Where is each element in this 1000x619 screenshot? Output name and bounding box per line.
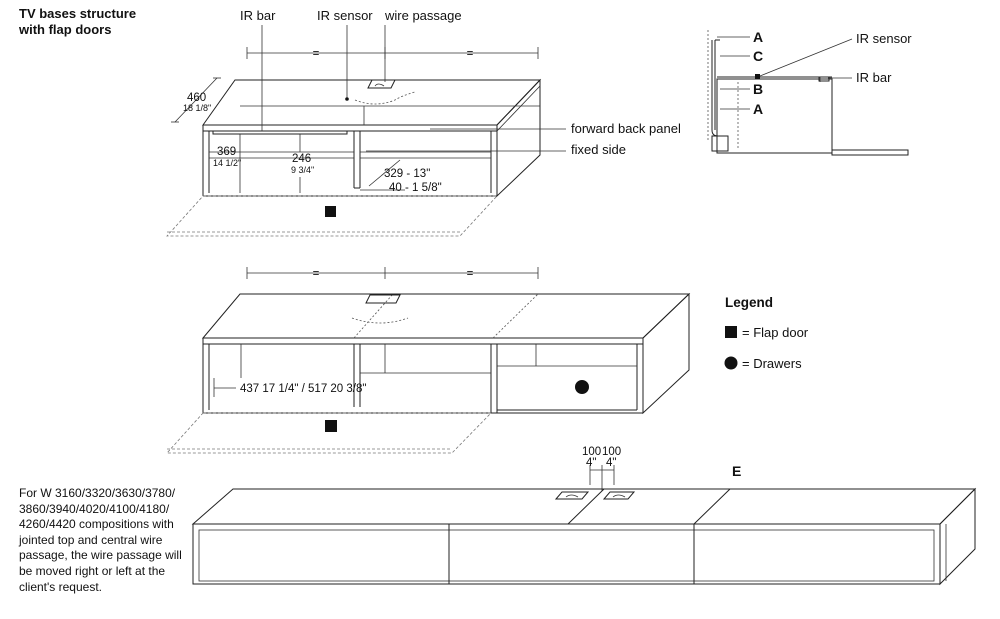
legend-heading: Legend bbox=[725, 295, 773, 310]
side-section-drawing: A C B A IR sensor IR bar bbox=[707, 29, 912, 156]
dim-246: 246 bbox=[292, 153, 311, 165]
legend-drawers-label: = Drawers bbox=[742, 356, 802, 371]
wire-passage-note: For W 3160/3320/3630/3780/ 3860/3940/402… bbox=[19, 486, 194, 595]
note-line-2: 3860/3940/4020/4100/4180/ bbox=[19, 501, 170, 516]
section-label-ir-sensor: IR sensor bbox=[856, 31, 912, 46]
note-line-1: For W 3160/3320/3630/3780/ bbox=[19, 486, 176, 500]
bottom-cabinet-drawing: 100 100 4" 4" E bbox=[191, 446, 977, 586]
label-e: E bbox=[732, 463, 741, 479]
section-label-ir-bar: IR bar bbox=[856, 70, 892, 85]
label-ir-bar: IR bar bbox=[240, 8, 276, 23]
dim-369-inches: 14 1/2" bbox=[213, 158, 241, 168]
label-wire-passage: wire passage bbox=[384, 8, 462, 23]
top-flap-door-open bbox=[166, 195, 498, 237]
top-eq-right: = bbox=[467, 48, 474, 60]
section-body bbox=[716, 78, 833, 154]
middle-cabinet-right-side bbox=[642, 292, 690, 415]
dim-100-left: 100 bbox=[582, 446, 601, 458]
middle-wire-passage bbox=[365, 294, 401, 304]
label-ir-sensor: IR sensor bbox=[317, 8, 373, 23]
legend-flap-door-icon bbox=[725, 326, 737, 338]
bottom-wire-passage-right bbox=[602, 491, 636, 500]
wire-passage-cutout bbox=[367, 79, 396, 89]
middle-cabinet-drawing: = = 43 bbox=[166, 267, 691, 454]
section-label-a-bottom: A bbox=[753, 101, 763, 117]
section-base-plate bbox=[831, 149, 909, 156]
note-line-5: passage, the wire passage will bbox=[19, 548, 182, 563]
section-label-a-top: A bbox=[753, 29, 763, 45]
dim-4-left: 4" bbox=[586, 457, 596, 469]
top-cabinet-drawing: = = IR bar IR sensor wire passage forwar… bbox=[166, 8, 681, 237]
note-line-6: be moved right or left at the bbox=[19, 563, 166, 578]
top-eq-left: = bbox=[313, 48, 320, 60]
dim-460: 460 bbox=[187, 92, 206, 104]
dim-246-inches: 9 3/4" bbox=[291, 165, 314, 175]
dim-460-inches: 18 1/8" bbox=[183, 103, 211, 113]
title-line-2: with flap doors bbox=[18, 22, 111, 37]
top-flap-door-marker bbox=[325, 206, 336, 217]
label-forward-back-panel: forward back panel bbox=[571, 121, 681, 136]
legend-drawers-icon bbox=[724, 356, 738, 370]
legend: Legend = Flap door = Drawers bbox=[724, 295, 809, 371]
section-label-c: C bbox=[753, 48, 763, 64]
dim-40: 40 - 1 5/8" bbox=[389, 182, 442, 194]
title-line-1: TV bases structure bbox=[19, 6, 136, 21]
middle-cabinet-lid bbox=[201, 293, 691, 339]
section-label-b: B bbox=[753, 81, 763, 97]
bottom-cabinet-right-side bbox=[939, 487, 976, 586]
middle-flap-door-marker bbox=[325, 420, 337, 432]
middle-eq-left: = bbox=[313, 268, 320, 280]
legend-flap-door-label: = Flap door bbox=[742, 325, 809, 340]
note-line-4: jointed top and central wire bbox=[19, 532, 163, 547]
bottom-cabinet-lid bbox=[191, 488, 977, 525]
note-line-7: client's request. bbox=[19, 579, 102, 594]
dim-329: 329 - 13" bbox=[384, 168, 430, 180]
top-cabinet-right-side bbox=[496, 78, 541, 198]
top-cabinet-lid bbox=[202, 79, 542, 126]
middle-drawer-marker bbox=[575, 380, 589, 394]
dim-369: 369 bbox=[217, 146, 236, 158]
middle-eq-right: = bbox=[467, 268, 474, 280]
bottom-cabinet-front bbox=[192, 523, 941, 585]
section-ir-sensor-marker bbox=[755, 74, 760, 79]
ir-sensor-dot bbox=[345, 97, 349, 101]
middle-flap-door-open bbox=[166, 412, 492, 454]
dim-4-right: 4" bbox=[606, 457, 616, 469]
title-block: TV bases structure with flap doors bbox=[18, 6, 136, 37]
note-line-3: 4260/4420 compositions with bbox=[19, 517, 174, 532]
bottom-wire-passage-left bbox=[554, 491, 590, 500]
label-fixed-side: fixed side bbox=[571, 142, 626, 157]
dim-100-right: 100 bbox=[602, 446, 621, 458]
dim-437-517: 437 17 1/4" / 517 20 3/8" bbox=[240, 383, 366, 395]
